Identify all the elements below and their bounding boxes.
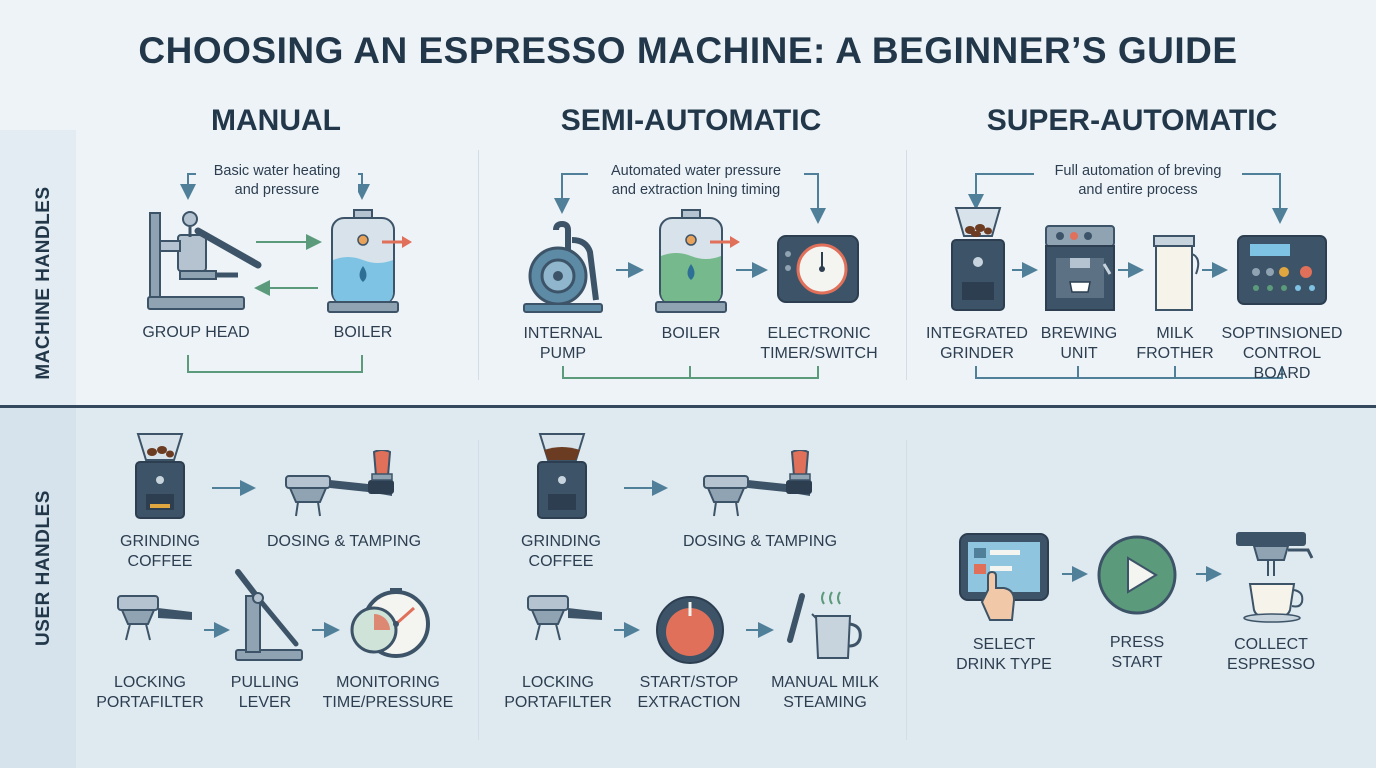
label-electronic-timer: ELECTRONIC TIMER/SWITCH (760, 325, 878, 362)
collect-espresso-icon (1236, 532, 1314, 623)
tamper-portafilter-icon (703, 450, 812, 517)
integrated-grinder-icon (951, 207, 1005, 311)
grinder-icon (537, 433, 587, 519)
column-separator (478, 440, 479, 740)
start-button-icon[interactable] (1096, 534, 1178, 616)
electronic-timer-icon (777, 235, 859, 303)
portafilter-icon (117, 595, 192, 641)
label-pulling-lever: PULLING LEVER (230, 674, 300, 711)
label-group-head: GROUP HEAD (142, 324, 250, 341)
label-press-start: PRESS START (1109, 634, 1165, 671)
note-super-automatic: Full automation of breving and entire pr… (1034, 162, 1242, 200)
label-integrated-grinder: INTEGRATED GRINDER (926, 325, 1028, 362)
label-boiler: BOILER (333, 324, 393, 341)
label-manual-milk-steaming: MANUAL MILK STEAMING (771, 674, 879, 711)
milk-frother-icon (1153, 235, 1200, 311)
tamper-portafilter-icon (285, 450, 394, 517)
column-separator (906, 440, 907, 740)
note-semi-automatic: Automated water pressure and extraction … (588, 162, 804, 200)
pump-icon (523, 220, 603, 313)
control-board-icon (1237, 235, 1327, 305)
boiler-icon (327, 209, 412, 313)
row-divider (0, 405, 1376, 408)
brewing-unit-icon (1045, 225, 1115, 311)
column-heading-manual: MANUAL (211, 104, 341, 137)
label-locking-portafilter: LOCKING PORTAFILTER (504, 674, 612, 711)
row-label-user-handles: USER HANDLES (33, 490, 54, 646)
touchscreen-icon[interactable] (958, 532, 1052, 628)
row-strip-user (0, 408, 76, 768)
label-grinding-coffee: GRINDING COFFEE (120, 533, 200, 570)
row-label-machine-handles: MACHINE HANDLES (33, 186, 54, 380)
grinder-icon (135, 433, 185, 519)
label-milk-frother: MILK FROTHER (1136, 325, 1214, 362)
pulling-lever-icon (235, 569, 303, 661)
label-brewing-unit: BREWING UNIT (1040, 325, 1118, 362)
label-select-drink-type: SELECT DRINK TYPE (956, 636, 1052, 673)
label-dosing-tamping: DOSING & TAMPING (682, 533, 838, 550)
label-collect-espresso: COLLECT ESPRESSO (1226, 636, 1316, 673)
column-heading-super-automatic: SUPER-AUTOMATIC (986, 104, 1278, 137)
label-dosing-tamping: DOSING & TAMPING (266, 533, 422, 550)
label-control-board: SOPTINSIONED CONTROL BOARD (1221, 325, 1343, 382)
column-separator (478, 150, 479, 380)
milk-steaming-icon (787, 591, 862, 659)
label-start-stop-extraction: START/STOP EXTRACTION (637, 674, 741, 711)
note-manual: Basic water heating and pressure (196, 162, 358, 200)
page-title: CHOOSING AN ESPRESSO MACHINE: A BEGINNER… (138, 30, 1238, 71)
boiler-icon (655, 209, 740, 313)
label-grinding-coffee: GRINDING COFFEE (521, 533, 601, 570)
lever-group-head-icon (147, 211, 262, 310)
label-internal-pump: INTERNAL PUMP (523, 325, 603, 362)
start-stop-dial-icon (656, 596, 724, 664)
label-boiler: BOILER (661, 325, 721, 342)
column-separator (906, 150, 907, 380)
stopwatch-pressure-icon (350, 588, 430, 658)
label-monitoring-time-pressure: MONITORING TIME/PRESSURE (322, 674, 454, 711)
machine-handles-band (0, 0, 1376, 407)
row-strip-machine (0, 130, 76, 405)
column-heading-semi-automatic: SEMI-AUTOMATIC (560, 104, 822, 137)
portafilter-icon (527, 595, 602, 641)
label-locking-portafilter: LOCKING PORTAFILTER (96, 674, 204, 711)
